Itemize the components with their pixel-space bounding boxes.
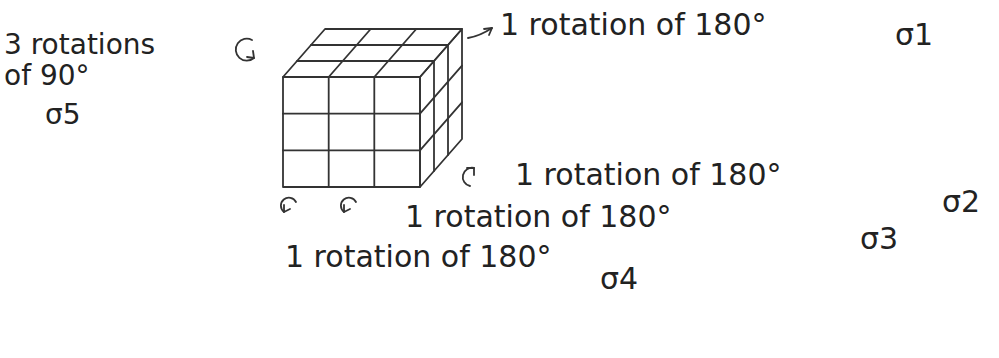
sigma-label: σ1	[895, 18, 933, 51]
note-text: 1 rotation of 180°	[405, 200, 672, 233]
note-text: 1 rotation of 180°	[285, 240, 552, 273]
sigma-label: σ2	[942, 185, 980, 218]
sigma-label: σ4	[600, 262, 638, 295]
sigma-label: σ5	[45, 100, 81, 131]
note-text: 3 rotations of 90°	[4, 30, 184, 92]
note-text: 1 rotation of 180°	[500, 8, 767, 41]
sigma-label: σ3	[860, 222, 898, 255]
note-text: 1 rotation of 180°	[515, 158, 782, 191]
